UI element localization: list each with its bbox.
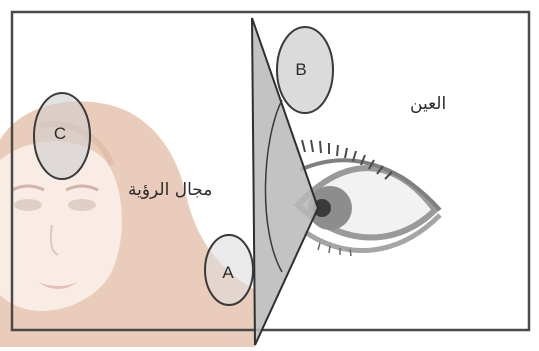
label-field-of-view: مجال الرؤية xyxy=(128,180,212,200)
label-b: B xyxy=(291,60,311,80)
label-a: A xyxy=(218,263,238,283)
eye-illustration xyxy=(298,140,440,256)
left-eye-sketch xyxy=(14,199,42,211)
right-eye-sketch xyxy=(68,199,96,211)
label-c: C xyxy=(50,124,70,144)
label-eye: العين xyxy=(410,94,446,114)
